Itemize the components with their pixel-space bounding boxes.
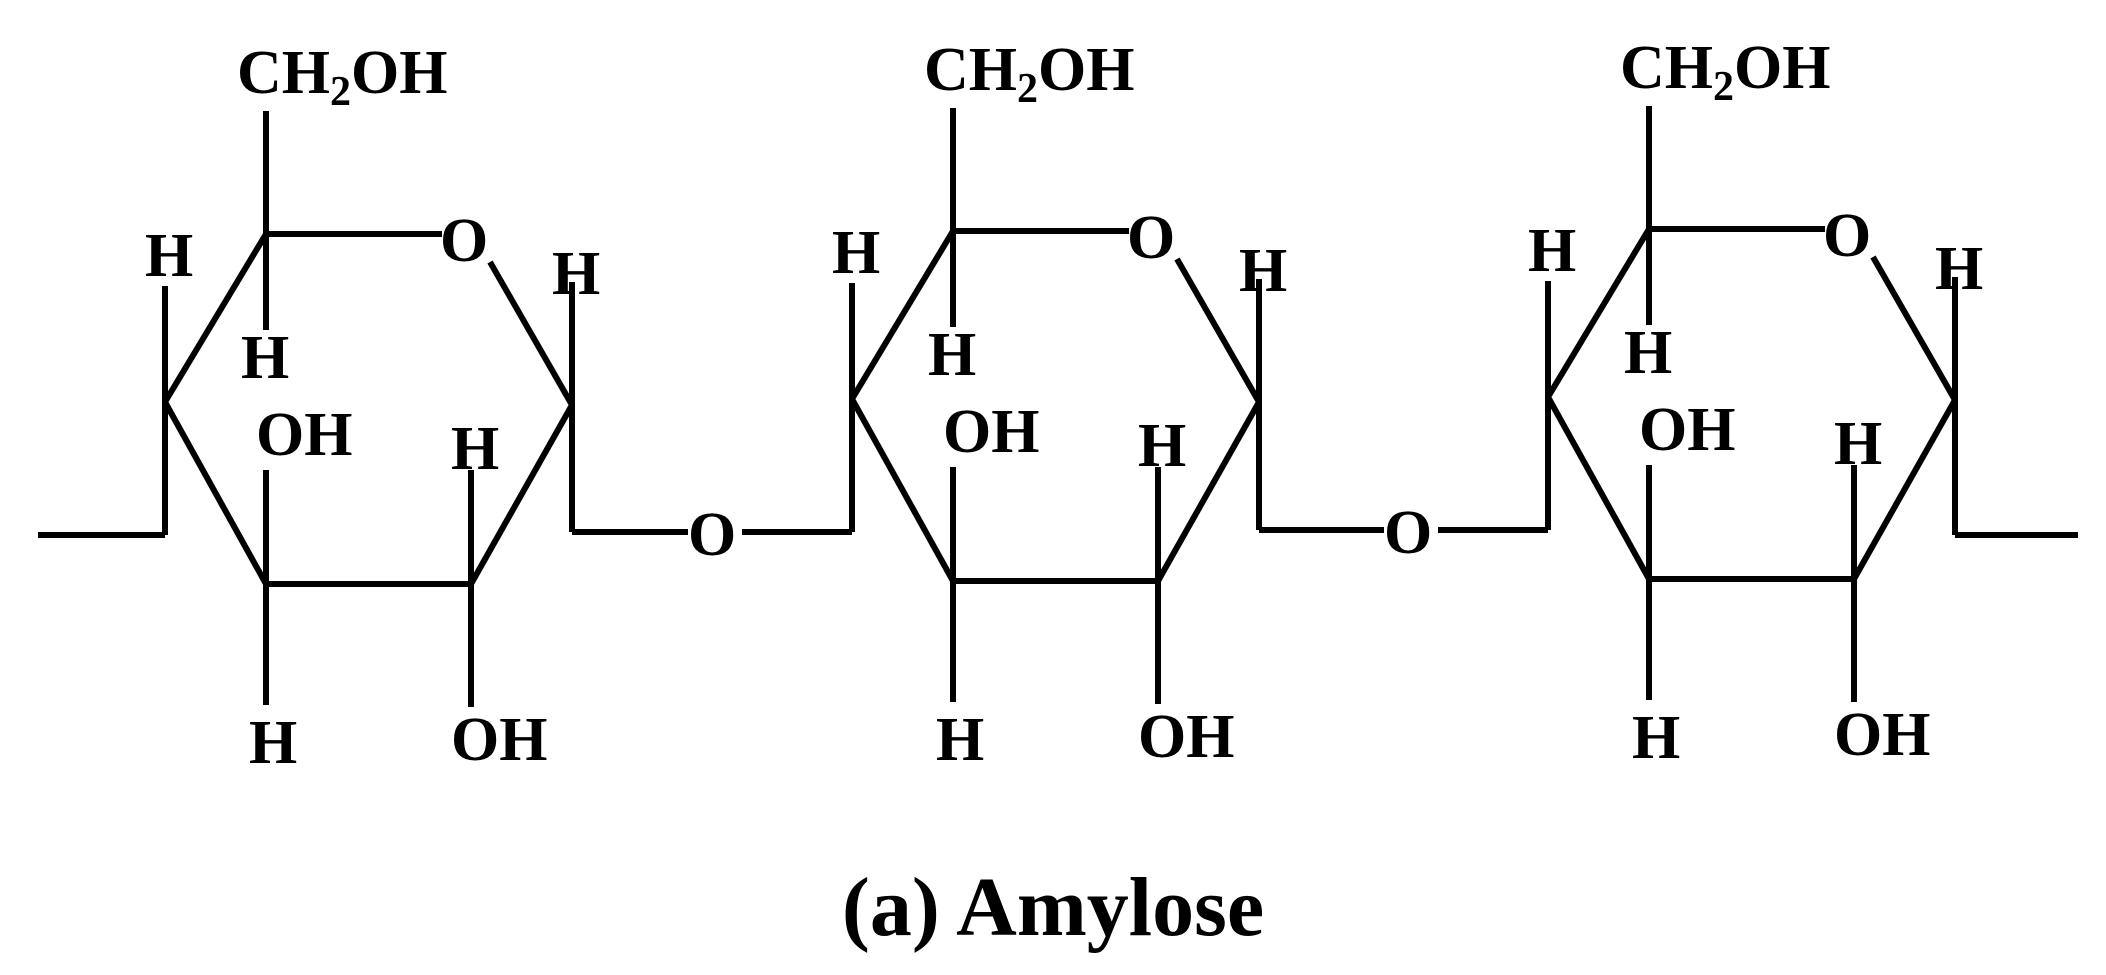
figure-caption: (a) Amylose: [842, 861, 1264, 954]
glucose-unit-1: [145, 39, 600, 777]
glucose-unit-2: [832, 36, 1287, 774]
glycosidic-oxygen-label: O: [688, 501, 736, 569]
glycosidic-oxygen-label: O: [1384, 499, 1432, 567]
glucose-unit-3: [1528, 34, 1983, 772]
